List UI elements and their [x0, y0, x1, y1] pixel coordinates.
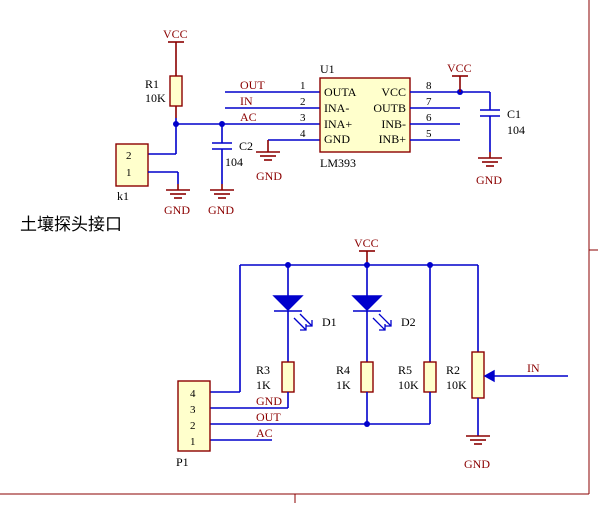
svg-text:GND: GND	[256, 169, 282, 183]
u1-pin-1: 1	[300, 80, 306, 92]
r5-ref: R5	[398, 363, 412, 377]
u1-pin-8: 8	[426, 80, 432, 92]
p1-pin-2: 2	[190, 420, 196, 432]
net-label-ac: AC	[240, 110, 257, 124]
svg-text:VCC: VCC	[447, 61, 472, 75]
r3-value: 1K	[256, 378, 271, 392]
net-label-in: IN	[240, 94, 253, 108]
ic-u1-lm393	[319, 77, 411, 153]
wiper-arrow	[483, 369, 495, 383]
u1-pin-3: 3	[300, 112, 306, 124]
u1-pin-name-inb-plus: INB+	[379, 132, 407, 146]
c1-value: 104	[507, 123, 525, 137]
u1-pin-name-outb: OUTB	[373, 101, 406, 115]
svg-text:GND: GND	[476, 173, 502, 187]
c1-ref: C1	[507, 107, 521, 121]
u1-pin-name-gnd: GND	[324, 132, 350, 146]
p1-net-out: OUT	[256, 410, 281, 424]
gnd-symbol-c1: GND	[476, 152, 502, 187]
vcc-symbol-u1: VCC	[447, 61, 472, 92]
vcc-symbol-r1: VCC	[163, 27, 188, 76]
u1-pin-5: 5	[426, 128, 432, 140]
r2-value: 10K	[446, 378, 467, 392]
gnd-symbol-c2: GND	[208, 184, 234, 217]
gnd-symbol-r2: GND	[464, 435, 490, 471]
vcc-symbol-bottom: VCC	[354, 236, 379, 265]
resistor-r3	[281, 361, 295, 393]
p1-pin-3: 3	[190, 404, 196, 416]
soil-probe-interface-label: 土壤探头接口	[20, 214, 122, 235]
net-label-in-bottom: IN	[527, 361, 540, 375]
capacitor-c2	[212, 142, 232, 150]
u1-pin-name-inb-minus: INB-	[381, 117, 406, 131]
connector-k1	[115, 143, 149, 187]
k1-pin-1: 1	[126, 167, 132, 179]
u1-pin-7: 7	[426, 96, 432, 108]
u1-pin-name-outa: OUTA	[324, 85, 357, 99]
k1-pin-2: 2	[126, 150, 132, 162]
u1-pin-name-vcc: VCC	[381, 85, 406, 99]
r5-value: 10K	[398, 378, 419, 392]
u1-ref: U1	[320, 62, 335, 76]
p1-ref: P1	[176, 455, 189, 469]
p1-pin-1: 1	[190, 436, 196, 448]
u1-pin-4: 4	[300, 128, 306, 140]
r2-ref: R2	[446, 363, 460, 377]
led-d1	[272, 295, 313, 331]
svg-text:VCC: VCC	[354, 236, 379, 250]
u1-pin-2: 2	[300, 96, 306, 108]
svg-text:GND: GND	[464, 457, 490, 471]
gnd-symbol-u1: GND	[256, 140, 282, 183]
gnd-symbol-k1: GND	[164, 184, 190, 217]
resistor-r4	[360, 361, 374, 393]
c2-ref: C2	[239, 139, 253, 153]
r1-ref: R1	[145, 77, 159, 91]
p1-pin-4: 4	[190, 388, 196, 400]
d1-ref: D1	[322, 315, 337, 329]
vcc-label-r1: VCC	[163, 27, 188, 41]
k1-ref: k1	[117, 189, 129, 203]
potentiometer-r2	[471, 351, 485, 399]
d2-ref: D2	[401, 315, 416, 329]
svg-text:GND: GND	[164, 203, 190, 217]
junction-out-r4	[364, 421, 370, 427]
u1-part: LM393	[320, 156, 356, 170]
u1-pin-name-ina-minus: INA-	[324, 101, 349, 115]
p1-net-gnd: GND	[256, 394, 282, 408]
r4-ref: R4	[336, 363, 350, 377]
p1-net-ac: AC	[256, 426, 273, 440]
resistor-r5	[423, 361, 437, 393]
svg-text:GND: GND	[208, 203, 234, 217]
r4-value: 1K	[336, 378, 351, 392]
connector-p1	[177, 380, 211, 452]
r1-value: 10K	[145, 91, 166, 105]
u1-pin-6: 6	[426, 112, 432, 124]
c2-value: 104	[225, 155, 243, 169]
r3-ref: R3	[256, 363, 270, 377]
resistor-r1	[169, 75, 183, 107]
net-label-out: OUT	[240, 78, 265, 92]
led-d2	[351, 295, 392, 331]
capacitor-c1	[480, 109, 500, 117]
u1-pin-name-ina-plus: INA+	[324, 117, 352, 131]
